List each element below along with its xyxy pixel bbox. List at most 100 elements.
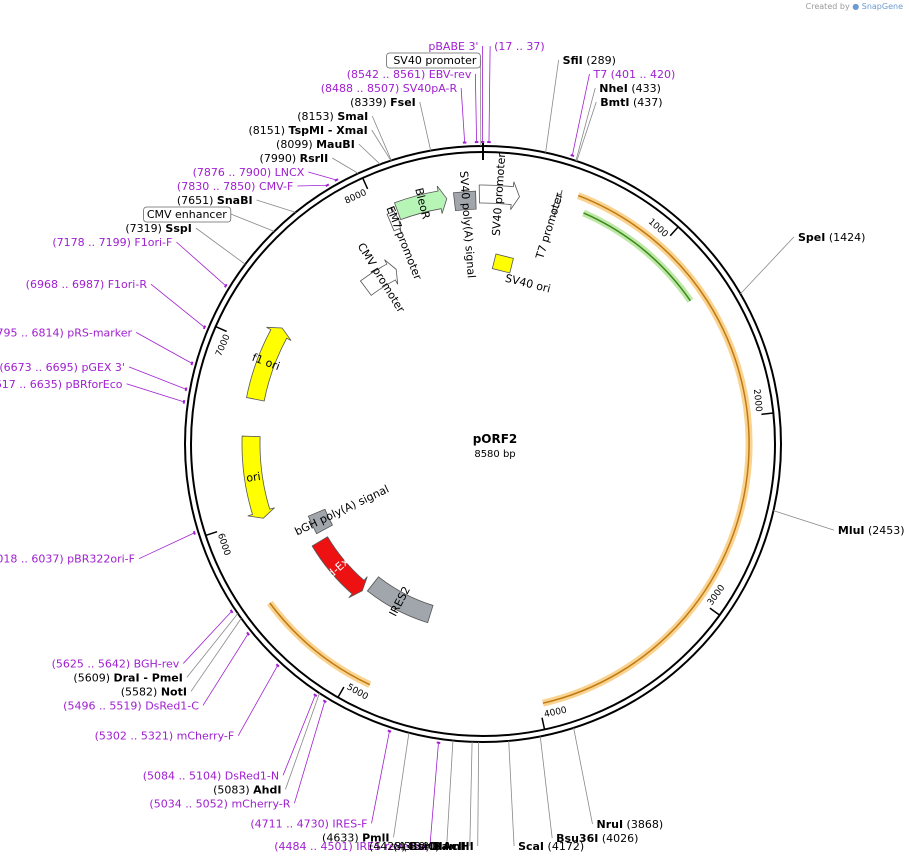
sv40-promoter-shape bbox=[478, 181, 520, 210]
enzyme-name: NheI bbox=[599, 82, 628, 95]
site-label-text: (4484 .. 4501) IRES reverse bbox=[274, 840, 426, 853]
site-label-text: (6018 .. 6037) pBR322ori-F bbox=[0, 553, 135, 566]
primer-pbrforeco[interactable]: (6617 .. 6635) pBRforEco bbox=[0, 378, 123, 391]
enzyme-name: SspI bbox=[165, 222, 191, 235]
ring-tick-label: 6000 bbox=[215, 532, 232, 557]
feature-dsred-express[interactable]: DsRed-Express bbox=[303, 536, 374, 600]
feature-sv40-polya[interactable]: SV40 poly(A) signal bbox=[452, 171, 478, 279]
ori-label: ori bbox=[245, 470, 261, 485]
enzyme-name: TspMI bbox=[289, 124, 325, 137]
em7-promoter-shape bbox=[386, 206, 402, 234]
sv40-promoter-box[interactable]: SV40 promoter bbox=[386, 52, 481, 69]
leader-line bbox=[190, 618, 242, 692]
enzyme-rsrii[interactable]: (7990) RsrII bbox=[260, 152, 329, 165]
feature-sv40-promoter[interactable]: SV40 promoter bbox=[478, 152, 520, 236]
enzyme-bmti[interactable]: BmtI (437) bbox=[600, 96, 662, 109]
orf-orange-large bbox=[542, 194, 750, 704]
enzyme-snabi[interactable]: (7651) SnaBI bbox=[177, 194, 253, 207]
primer-ires-f[interactable]: (4711 .. 4730) IRES-F bbox=[250, 817, 367, 830]
enzyme-name: RsrII bbox=[300, 152, 329, 165]
enzyme-position: (4172) bbox=[544, 840, 584, 853]
enzyme-smai[interactable]: (8153) SmaI bbox=[297, 110, 368, 123]
site-label-text: ScaI (4172) bbox=[518, 840, 584, 853]
primer-t7[interactable]: T7 (401 .. 420) bbox=[592, 68, 675, 81]
enzyme-name: FseI bbox=[390, 96, 416, 109]
feature-f1-ori[interactable]: f1 ori bbox=[246, 326, 292, 402]
sv40-promoter-label: SV40 promoter bbox=[490, 152, 508, 236]
enzyme-bamhi[interactable]: (4310) BamHI bbox=[393, 840, 474, 853]
leader-line bbox=[469, 741, 473, 847]
leader-line bbox=[195, 227, 246, 265]
enzyme-nrui[interactable]: NruI (3868) bbox=[596, 818, 663, 831]
primer-lncx[interactable]: (7876 .. 7900) LNCX bbox=[193, 166, 305, 179]
enzyme-name: AhdI bbox=[253, 783, 281, 796]
site-label-text: MluI (2453) bbox=[838, 524, 905, 537]
site-label-text: NheI (433) bbox=[599, 82, 661, 95]
feature-cmv-promoter[interactable]: CMV promoter bbox=[355, 241, 408, 316]
sv40-ori-label: SV40 ori bbox=[504, 272, 552, 296]
leader-line bbox=[135, 332, 193, 364]
enzyme-acli[interactable]: (4340) AclI bbox=[403, 840, 466, 853]
leader-line bbox=[575, 87, 596, 161]
site-label-text: (6795 .. 6814) pRS-marker bbox=[0, 326, 133, 339]
primer-dsred1-n[interactable]: (5084 .. 5104) DsRed1-N bbox=[143, 769, 279, 782]
primer-ebv-rev[interactable]: (8542 .. 8561) EBV-rev bbox=[347, 68, 472, 81]
feature-ires2[interactable]: IRES2 bbox=[366, 576, 434, 624]
primer-pbabe-3-[interactable]: pBABE 3' bbox=[428, 40, 478, 53]
feature-bleor[interactable]: BleoR bbox=[393, 185, 448, 221]
primer-f1ori-r[interactable]: (6968 .. 6987) F1ori-R bbox=[26, 278, 148, 291]
site-label-text: (7830 .. 7850) CMV-F bbox=[177, 180, 293, 193]
enzyme-mlui[interactable]: MluI (2453) bbox=[838, 524, 905, 537]
leader-line bbox=[138, 532, 195, 560]
site-label-text: (17 .. 37) bbox=[494, 40, 545, 53]
primer-dsred1-c[interactable]: (5496 .. 5519) DsRed1-C bbox=[63, 699, 199, 712]
enzyme-tspmi[interactable]: (8151) TspMI - XmaI bbox=[248, 124, 367, 137]
enzyme-scai[interactable]: ScaI (4172) bbox=[518, 840, 584, 853]
enzyme-drai[interactable]: (5609) DraI - PmeI bbox=[73, 671, 182, 684]
primer-cmv-f[interactable]: (7830 .. 7850) CMV-F bbox=[177, 180, 293, 193]
site-label-text: (7990) RsrII bbox=[260, 152, 329, 165]
primer-pgex-3-[interactable]: (6673 .. 6695) pGEX 3' bbox=[0, 361, 125, 374]
site-label-text: (6617 .. 6635) pBRforEco bbox=[0, 378, 123, 391]
primer-sv40pa-r[interactable]: (8488 .. 8507) SV40pA-R bbox=[321, 82, 458, 95]
enzyme-spei[interactable]: SpeI (1424) bbox=[798, 231, 865, 244]
primer-bgh-rev[interactable]: (5625 .. 5642) BGH-rev bbox=[52, 657, 180, 670]
feature-t7-promoter[interactable]: T7 promoter bbox=[533, 189, 566, 261]
leader-line bbox=[285, 693, 320, 790]
primer-mcherry-f[interactable]: (5302 .. 5321) mCherry-F bbox=[95, 730, 235, 743]
enzyme-ahdi[interactable]: (5083) AhdI bbox=[213, 783, 281, 796]
primer-mark bbox=[275, 663, 280, 668]
enzyme-position: (7990) bbox=[260, 152, 300, 165]
enzyme-sfii[interactable]: SfiI (289) bbox=[563, 54, 616, 67]
enzyme-sspi[interactable]: (7319) SspI bbox=[125, 222, 192, 235]
primer-prs-marker[interactable]: (6795 .. 6814) pRS-marker bbox=[0, 326, 133, 339]
enzyme-noti[interactable]: (5582) NotI bbox=[121, 685, 187, 698]
highlight-layer bbox=[266, 192, 753, 707]
primer-17-37-[interactable]: (17 .. 37) bbox=[494, 40, 545, 53]
ring-tick-label: 2000 bbox=[751, 389, 763, 413]
enzyme-nhei[interactable]: NheI (433) bbox=[599, 82, 661, 95]
leader-line bbox=[237, 665, 279, 736]
feature-bghpa[interactable]: bGH poly(A) signal bbox=[293, 483, 391, 539]
primer-mcherry-r[interactable]: (5034 .. 5052) mCherry-R bbox=[149, 797, 290, 810]
primer-pbr322ori-f[interactable]: (6018 .. 6037) pBR322ori-F bbox=[0, 553, 135, 566]
ring-tick-label: 4000 bbox=[543, 706, 568, 721]
site-label-text: Bsu36I (4026) bbox=[556, 832, 638, 845]
leader-line bbox=[358, 143, 381, 165]
enzyme-bsrdi[interactable]: (4428) BsrDI bbox=[369, 840, 443, 853]
enzyme-name: PmlI bbox=[362, 831, 389, 844]
feature-ori[interactable]: ori bbox=[241, 435, 275, 519]
enzyme-maubi[interactable]: (8099) MauBI bbox=[276, 138, 355, 151]
site-label-text: (8153) SmaI bbox=[297, 110, 368, 123]
leader-line bbox=[508, 740, 515, 847]
enzyme-fsei[interactable]: (8339) FseI bbox=[350, 96, 416, 109]
enzyme-name: - PmeI bbox=[140, 671, 183, 684]
sv40-polya-shape bbox=[452, 190, 477, 212]
primer-f1ori-f[interactable]: (7178 .. 7199) F1ori-F bbox=[52, 236, 172, 249]
primer-ires-reverse[interactable]: (4484 .. 4501) IRES reverse bbox=[274, 840, 426, 853]
site-label-text: (4428) BsrDI bbox=[369, 840, 443, 853]
enzyme-bsu36i[interactable]: Bsu36I (4026) bbox=[556, 832, 638, 845]
enzyme-pmli[interactable]: (4633) PmlI bbox=[322, 831, 389, 844]
ring-tick bbox=[205, 530, 218, 537]
cmv-enhancer-box[interactable]: CMV enhancer bbox=[143, 206, 232, 223]
